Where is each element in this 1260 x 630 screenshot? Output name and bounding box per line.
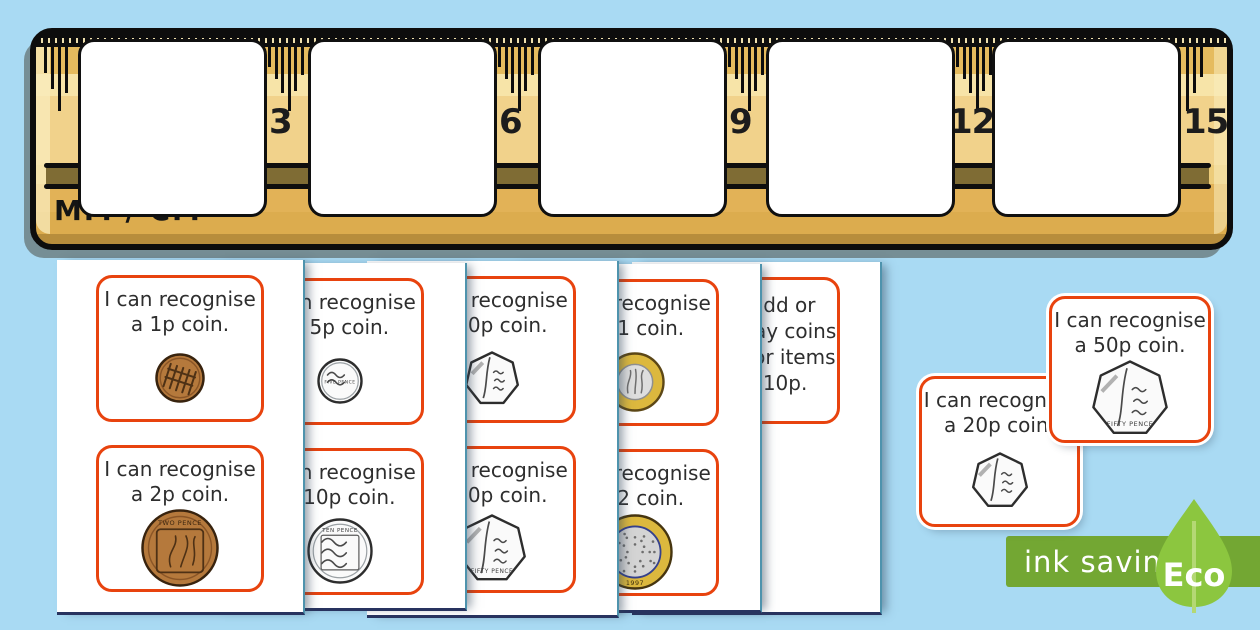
- card-coin-wrap: [463, 350, 521, 408]
- coin-50p-image: FIFTY PENCE: [1092, 360, 1168, 435]
- coin-50p-image: FIFTY PENCE: [458, 514, 526, 581]
- ruler-tick: [281, 47, 284, 93]
- ruler-number-6: 6: [499, 102, 523, 142]
- ruler-number-3: 3: [269, 102, 293, 142]
- card-text-line: I can recognise: [104, 287, 256, 311]
- card-text-line: I can recognise: [104, 457, 256, 481]
- ruler-tick: [504, 47, 508, 79]
- card-text-line: a 1p coin.: [130, 312, 230, 336]
- ruler-photo-slot-4: [766, 39, 955, 217]
- ruler-number-12: 12: [949, 102, 995, 142]
- ruler-tick: [760, 47, 764, 75]
- card-coin-wrap: TWO PENCE: [140, 508, 220, 588]
- ruler-tick: [524, 47, 527, 91]
- ruler-tick: [287, 47, 291, 111]
- card-text-line: a 50p coin.: [1074, 333, 1186, 357]
- ruler-tick: [498, 47, 501, 67]
- ruler-tick: [754, 47, 757, 91]
- svg-text:TEN PENCE: TEN PENCE: [321, 528, 358, 534]
- ruler-tick: [988, 47, 992, 75]
- svg-text:FIFTY PENCE: FIFTY PENCE: [471, 569, 514, 575]
- ink-saving-label: ink saving: [1024, 544, 1182, 579]
- coin-20p-image: [465, 351, 519, 405]
- ruler-tick: [268, 47, 271, 67]
- ruler-photo-slot-2: [308, 39, 497, 217]
- ruler-tick: [1186, 47, 1189, 111]
- card-text-line: a 2p coin.: [130, 482, 230, 506]
- ruler-tick: [44, 47, 47, 73]
- card-coin-wrap: [970, 451, 1030, 511]
- card-coin-wrap: TEN PENCE: [306, 517, 374, 585]
- card-coin-wrap: FIVE PENCE: [316, 357, 364, 405]
- ruler-tick: [294, 47, 297, 91]
- ruler-right-highlight: [1214, 47, 1227, 234]
- ruler-tick: [728, 47, 731, 67]
- coin-20p-image: [971, 452, 1028, 507]
- card-coin-wrap: FIFTY PENCE: [456, 513, 528, 585]
- coin-1p-image: [155, 353, 205, 403]
- ruler-tick: [300, 47, 304, 75]
- ruler-tick: [530, 47, 534, 75]
- ruler-tick: [1200, 47, 1203, 77]
- ruler-tick: [962, 47, 966, 79]
- ruler-tick: [956, 47, 959, 67]
- ruler-tick: [274, 47, 278, 79]
- ruler-tick: [982, 47, 985, 91]
- eco-leaf-icon: [1156, 499, 1232, 613]
- ruler-photo-slot-1: [78, 39, 267, 217]
- ruler-tick: [734, 47, 738, 79]
- ruler-tick: [969, 47, 972, 93]
- ruler-tick: [1193, 47, 1196, 93]
- coin-pound1-image: [605, 352, 665, 412]
- ruler-left-highlight: [36, 47, 50, 234]
- ruler-number-9: 9: [729, 102, 753, 142]
- ruler-tick: [975, 47, 979, 111]
- ruler-photo-slot-5: [992, 39, 1181, 217]
- card-text-line: a 5p coin.: [290, 315, 390, 339]
- coin-10p-image: TEN PENCE: [307, 518, 373, 584]
- ruler-tick: [741, 47, 744, 93]
- coin-5p-image: FIVE PENCE: [317, 358, 363, 404]
- ruler-photo-slot-3: [538, 39, 727, 217]
- card-coin-wrap: FIFTY PENCE: [1090, 359, 1170, 439]
- svg-text:FIFTY PENCE: FIFTY PENCE: [1107, 420, 1154, 428]
- eco-label: Eco: [1162, 556, 1226, 594]
- card-coin-wrap: [154, 352, 206, 404]
- ruler-tick: [511, 47, 514, 93]
- card-text-line: a 20p coin.: [944, 413, 1055, 437]
- ruler-tick: [51, 47, 54, 89]
- coin-2p-image: TWO PENCE: [141, 509, 219, 587]
- ruler-tick: [65, 47, 68, 93]
- svg-text:TWO PENCE: TWO PENCE: [157, 519, 202, 527]
- card-coin-wrap: [604, 351, 666, 413]
- ruler-number-15: 15: [1183, 102, 1229, 142]
- ruler-tick: [58, 47, 61, 111]
- svg-text:FIVE PENCE: FIVE PENCE: [324, 380, 355, 386]
- card-text-line: I can recognise: [1054, 308, 1206, 332]
- ruler-tick: [517, 47, 521, 111]
- svg-text:1997: 1997: [626, 579, 644, 587]
- ruler-tick: [747, 47, 751, 111]
